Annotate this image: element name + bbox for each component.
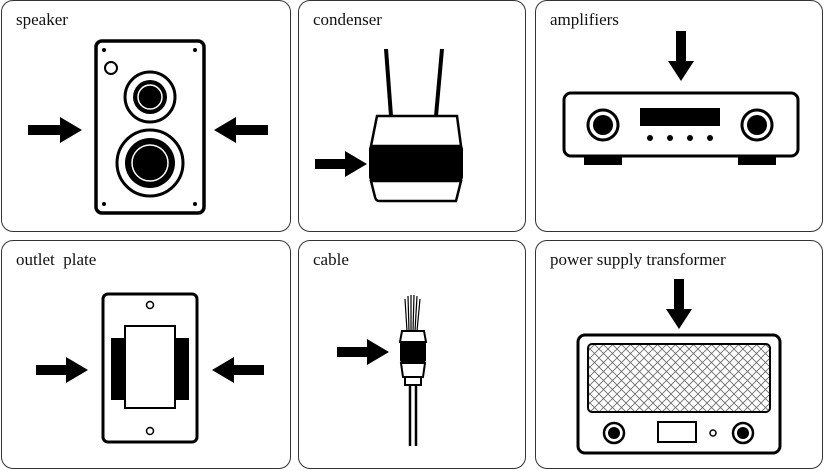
arrow-right-icon [36,357,88,383]
cable-illustration [337,294,428,446]
panel-amplifiers: amplifiers [535,0,823,232]
arrow-left-icon [214,117,268,143]
panel-speaker: speaker [1,0,291,232]
transformer-indicator [709,429,717,437]
transformer-housing [576,333,782,455]
screw-icon [145,300,155,310]
arrow-down-icon [666,279,692,329]
condenser-illustration [315,48,463,203]
amplifier-foot-right [738,155,776,165]
outlet-side-tab-left [111,338,125,400]
condenser-band [369,145,463,181]
condenser-cap [369,114,463,148]
arrow-left-icon [212,357,264,383]
panel-outlet-plate: outlet plate [1,240,291,469]
arrow-right-icon [28,117,82,143]
cable-wire-strands [404,294,421,332]
panel-label-speaker: speaker [16,10,68,29]
panel-label-amplifiers: amplifiers [550,10,619,29]
transformer-illustration [576,279,782,455]
condenser-base [369,179,463,203]
panel-label-cable: cable [313,250,349,269]
panel-label-condenser: condenser [313,10,382,29]
amplifier-button [707,135,713,141]
screw-icon [102,48,106,52]
cable-connector-band [400,341,426,363]
panel-condenser: condenser [298,0,526,232]
screw-icon [102,202,106,206]
amplifier-button [687,135,693,141]
condenser-lead-right [434,48,444,117]
amplifier-illustration [562,31,800,165]
speaker-indicator-light [104,61,118,75]
panel-label-power-supply-transformer: power supply transformer [550,250,726,269]
panel-cable: cable [298,240,526,469]
arrow-right-icon [337,339,389,365]
outlet-side-tab-right [175,338,189,400]
arrow-right-icon [315,151,367,177]
amplifier-button [667,135,673,141]
volume-knob-left [586,108,620,142]
outlet-opening [124,325,176,409]
cable-connector-bottom [399,362,427,378]
panel-power-supply-transformer: power supply transformer [535,240,823,469]
outlet-plate-frame [101,292,199,444]
transformer-knob-left [602,421,626,445]
amplifier-button [647,135,653,141]
speaker-illustration [28,39,268,215]
woofer-outer-ring [115,128,185,198]
arrow-down-icon [668,31,694,81]
amplifier-foot-left [584,155,622,165]
transformer-grille [587,343,771,413]
transformer-knob-right [731,421,755,445]
tweeter-outer-ring [123,70,177,124]
screw-icon [145,426,155,436]
condenser-lead-left [384,48,393,117]
amplifier-body [562,91,800,158]
outlet-plate-illustration [36,292,264,444]
volume-knob-right [740,108,774,142]
screw-icon [193,202,197,206]
panel-label-outlet-plate: outlet plate [16,250,97,269]
amplifier-display [640,108,720,126]
transformer-display [657,421,697,443]
speaker-cabinet [94,39,206,215]
screw-icon [193,48,197,52]
cable-connector-top [398,330,428,343]
